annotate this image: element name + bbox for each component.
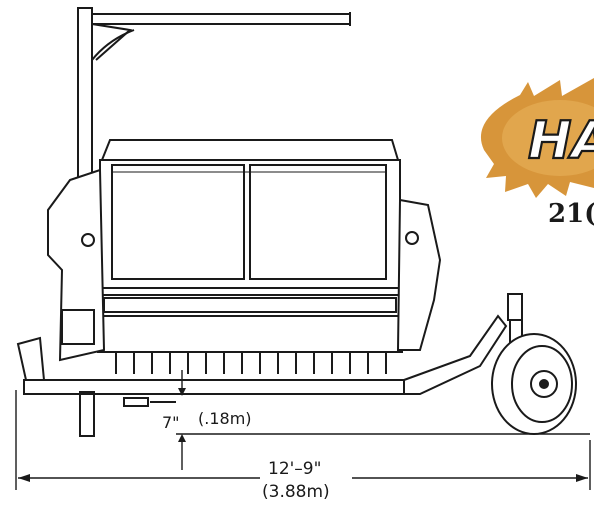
logo-text: HA: [528, 111, 594, 171]
clearance-metric: (.18m): [198, 409, 252, 428]
clearance-dimension: [176, 370, 590, 470]
hopper: [97, 139, 403, 353]
length-imperial: 12'–9": [268, 459, 321, 479]
wheel: [491, 333, 577, 435]
chassis-frame: [16, 314, 508, 437]
crane-boom: [77, 7, 351, 227]
length-dimension: [15, 390, 591, 490]
brand-logo: HA: [480, 78, 594, 198]
side-frames: [47, 168, 442, 362]
length-metric: (3.88m): [262, 482, 330, 502]
model-label: 21(: [548, 199, 594, 229]
clearance-imperial: 7": [162, 413, 180, 432]
tine-row: [115, 352, 387, 374]
